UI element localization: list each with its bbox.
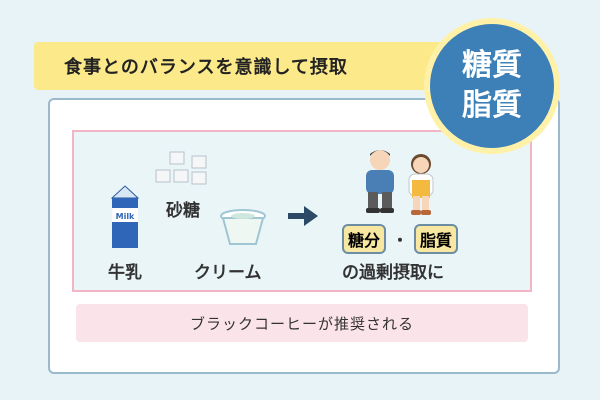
sugar-label: 砂糖	[166, 201, 200, 221]
result-suffix: の過剰摂取に	[342, 263, 444, 283]
badge-line1: 糖質	[462, 48, 522, 83]
result-tags: 糖分 ・ 脂質	[342, 224, 459, 254]
man-illustration	[366, 150, 394, 213]
tag-fat: 脂質	[414, 224, 459, 254]
arrow-right-icon	[288, 206, 318, 226]
sugar-cubes-icon	[155, 151, 207, 185]
milk-carton-text: Milk	[116, 212, 135, 221]
cream-cup-icon	[220, 209, 266, 245]
woman-illustration	[408, 154, 434, 215]
sugar-fat-badge: 糖質 脂質	[424, 18, 560, 154]
recommendation-footer: ブラックコーヒーが推奨される	[76, 304, 528, 342]
tag-sugar-content: 糖分	[342, 224, 387, 254]
milk-carton-icon: Milk	[110, 185, 140, 248]
badge-line2: 脂質	[462, 88, 522, 123]
diagram-panel	[72, 130, 532, 292]
header-banner: 食事とのバランスを意識して摂取	[34, 42, 474, 90]
milk-label: 牛乳	[108, 263, 142, 283]
banner-text: 食事とのバランスを意識して摂取	[64, 57, 348, 78]
cream-label: クリーム	[194, 263, 262, 283]
footer-text: ブラックコーヒーが推奨される	[189, 314, 414, 333]
tag-separator: ・	[392, 231, 409, 250]
